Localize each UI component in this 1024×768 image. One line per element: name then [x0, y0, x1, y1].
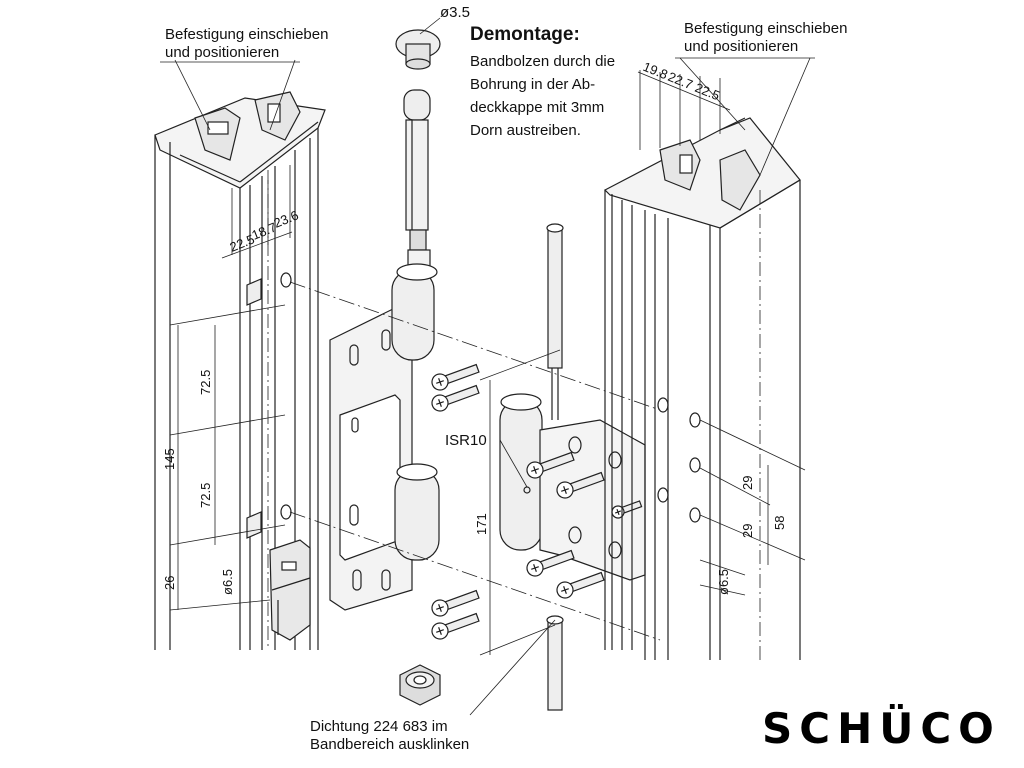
seal-note: Dichtung 224 683 im Bandbereich ausklink… [310, 718, 470, 753]
dim-right-58: 58 [772, 516, 787, 530]
dimension-171 [479, 349, 561, 656]
seal-strip [546, 223, 564, 711]
left-fixing-holes [246, 272, 292, 539]
pin-cap-bottom [399, 664, 441, 706]
dim-left-145: 145 [162, 448, 177, 470]
right-fixing-holes [657, 397, 701, 523]
dim-left-72-5-b: 72.5 [198, 483, 213, 508]
dim-right-29-b: 29 [740, 524, 755, 538]
dim-left-top-3: 23.6 [272, 207, 301, 230]
demontage-text: Bandbolzen durch die Bohrung in der Ab- … [470, 53, 616, 139]
dim-left-72-5-a: 72.5 [198, 370, 213, 395]
schueco-logo: SCHÜCO [762, 704, 1001, 753]
note-insert-left: Befestigung einschieben und positioniere… [165, 26, 329, 61]
pin-cap-top [395, 29, 441, 70]
sash-hinge-leaf [499, 393, 646, 581]
note-insert-right: Befestigung einschieben und positioniere… [684, 20, 848, 55]
dim-left-26: 26 [162, 576, 177, 590]
frame-hinge-leaf [329, 263, 440, 611]
demontage-title: Demontage: [470, 24, 580, 45]
dim-right-top-3: 22.5 [693, 80, 722, 103]
dim-right-top-1: 19.8 [641, 59, 670, 82]
dim-right-top-2: 22.7 [666, 69, 695, 92]
left-dimension-lines [169, 165, 293, 611]
screws-left [431, 363, 480, 640]
pin-diameter-label: ø3.5 [440, 4, 471, 21]
screws-right [526, 451, 643, 599]
isr-label: ISR10 [445, 432, 487, 449]
hinge-pin [403, 89, 431, 291]
left-clamp-part [269, 539, 311, 641]
dim-right-29-a: 29 [740, 476, 755, 490]
dim-right-hole: ø6.5 [716, 569, 731, 595]
right-dimension-lines [637, 70, 806, 596]
dim-171: 171 [474, 513, 489, 535]
dim-left-hole: ø6.5 [220, 569, 235, 595]
